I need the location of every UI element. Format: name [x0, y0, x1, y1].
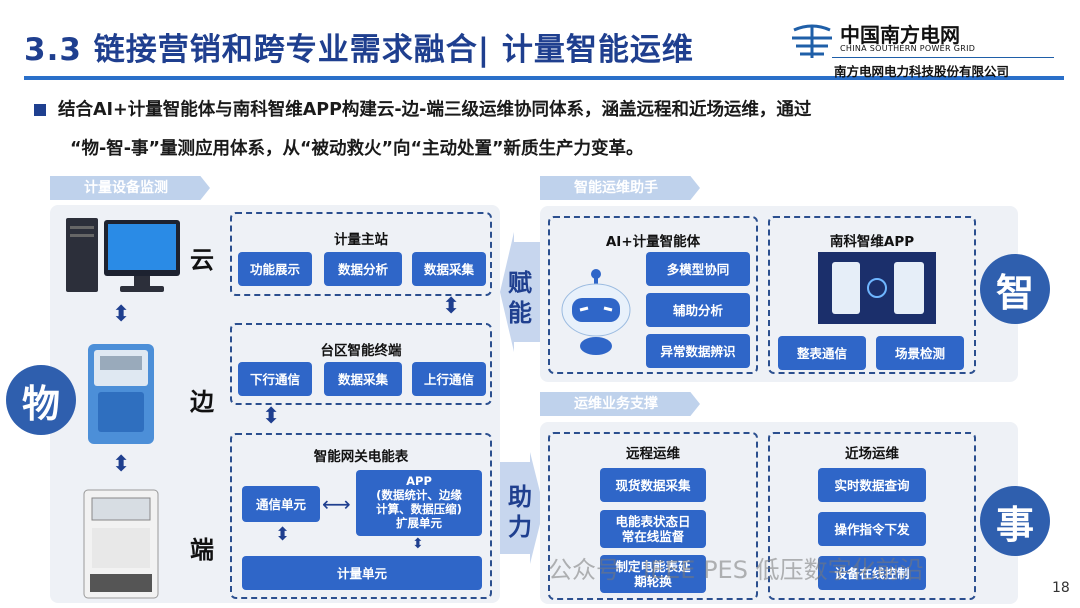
logo-divider [832, 57, 1054, 58]
box-title-master: 计量主站 [230, 228, 492, 248]
btn-assist-analysis: 辅助分析 [646, 293, 750, 327]
box-title-nanke-app: 南科智维APP [768, 230, 976, 250]
badge-zhi: 智 [980, 254, 1050, 324]
watermark-text: 公众号 · IEEE PES 低压数字化前沿 [548, 550, 924, 585]
btn-uplink: 上行通信 [412, 362, 486, 396]
level-cloud: 云 [190, 240, 214, 275]
intro-line-2: “物-智-事”量测应用体系，从“被动救火”向“主动处置”新质生产力变革。 [70, 135, 644, 160]
badge-shi: 事 [980, 486, 1050, 556]
btn-meter-comm: 整表通信 [778, 336, 866, 370]
section-label-ops-assistant: 智能运维助手 [540, 176, 700, 200]
badge-wu: 物 [6, 365, 76, 435]
robot-icon [556, 266, 636, 356]
arrow-master-terminal-icon: ⬍ [442, 294, 460, 319]
btn-realtime-query: 实时数据查询 [818, 468, 926, 502]
label-empower: 赋能 [508, 268, 534, 328]
arrow-cloud-edge-icon: ⬍ [112, 302, 130, 327]
box-title-remote-ops: 远程运维 [548, 442, 758, 462]
btn-meter-status-monitor: 电能表状态日 常在线监督 [600, 510, 706, 548]
section-label-device-monitoring: 计量设备监测 [50, 176, 210, 200]
arrow-edge-end-icon: ⬍ [112, 452, 130, 477]
page-title: 3.3 链接营销和跨专业需求融合| 计量智能运维 [24, 24, 694, 69]
arrow-terminal-meter-icon: ⬍ [262, 404, 280, 429]
btn-app-extension-unit: APP (数据统计、边缘 计算、数据压缩) 扩展单元 [356, 470, 482, 536]
btn-downlink: 下行通信 [238, 362, 312, 396]
level-end: 端 [190, 530, 214, 565]
btn-data-collection: 数据采集 [412, 252, 486, 286]
btn-terminal-data-collection: 数据采集 [324, 362, 402, 396]
btn-scene-detect: 场景检测 [876, 336, 964, 370]
box-title-gateway-meter: 智能网关电能表 [230, 445, 492, 465]
box-title-terminal: 台区智能终端 [230, 339, 492, 359]
box-title-near-ops: 近场运维 [768, 442, 976, 462]
btn-function-display: 功能展示 [238, 252, 312, 286]
btn-spot-data-collection: 现货数据采集 [600, 468, 706, 502]
btn-metering-unit: 计量单元 [242, 556, 482, 590]
grid-logo-icon [788, 20, 836, 60]
section-label-ops-support: 运维业务支撑 [540, 392, 700, 416]
box-title-ai-agent: AI+计量智能体 [548, 230, 758, 250]
app-screenshot-icon [818, 252, 936, 324]
concentrator-device-icon [86, 342, 156, 446]
intro-line-1: 结合AI+计量智能体与南科智维APP构建云-边-端三级运维协同体系，涵盖远程和近… [58, 96, 811, 121]
logo-english-name: CHINA SOUTHERN POWER GRID [840, 44, 975, 53]
smart-meter-icon [82, 488, 160, 600]
arrow-app-metering-icon: ⬍ [412, 536, 424, 552]
level-edge: 边 [190, 382, 214, 417]
computer-icon [64, 214, 182, 298]
page-number: 18 [1052, 580, 1070, 596]
label-assist: 助力 [508, 482, 534, 542]
bullet-square-icon [34, 104, 46, 116]
btn-anomaly-detection: 异常数据辨识 [646, 334, 750, 368]
btn-data-analysis: 数据分析 [324, 252, 402, 286]
company-name: 南方电网电力科技股份有限公司 [834, 61, 1009, 80]
btn-command-dispatch: 操作指令下发 [818, 512, 926, 546]
btn-comm-unit: 通信单元 [242, 486, 320, 522]
arrow-comm-app-icon: ⟷ [322, 492, 351, 516]
arrow-comm-metering-icon: ⬍ [275, 524, 290, 545]
btn-multi-model: 多模型协同 [646, 252, 750, 286]
